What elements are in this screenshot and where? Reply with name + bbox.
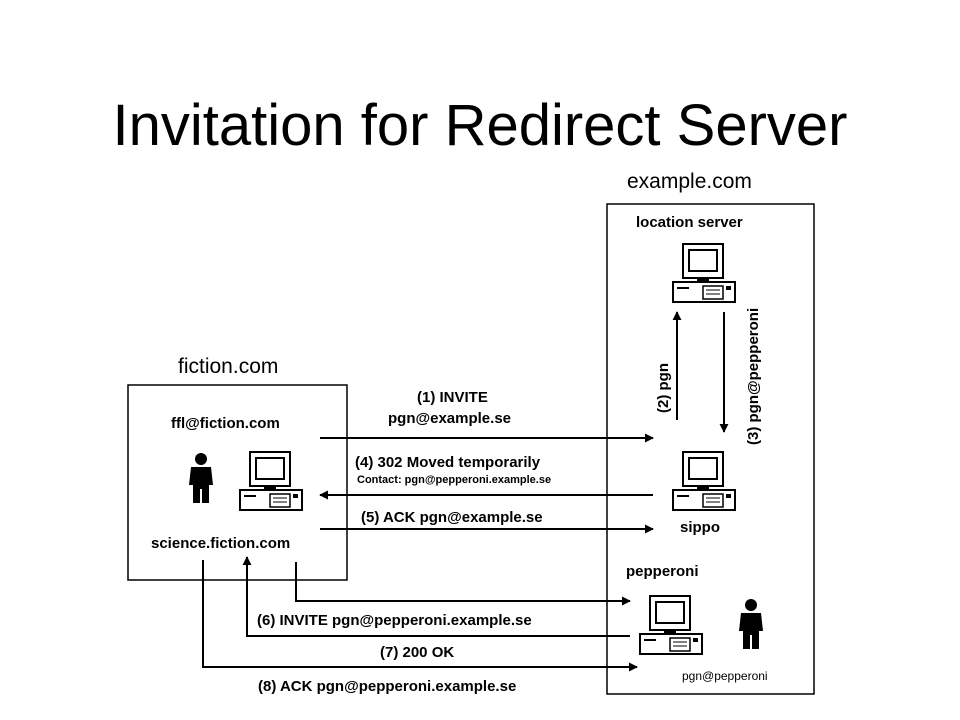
msg-3-label: (3) pgn@pepperoni (745, 308, 762, 445)
msg-1-label-line1: (1) INVITE (417, 389, 488, 406)
msg-4-label-line1: (4) 302 Moved temporarily (355, 454, 541, 471)
msg-2-label: (2) pgn (655, 363, 672, 413)
arrow-7-200ok (242, 556, 630, 637)
msg-7-label: (7) 200 OK (380, 644, 454, 661)
ffl-computer-icon (239, 451, 303, 511)
user-pgn-icon (739, 599, 763, 649)
fiction-domain-label: fiction.com (178, 355, 278, 378)
msg-5-label: (5) ACK pgn@example.se (361, 509, 543, 526)
slide-title: Invitation for Redirect Server (112, 93, 848, 158)
msg-1-label-line2: pgn@example.se (388, 410, 511, 427)
pepperoni-computer-icon (639, 595, 703, 655)
location-server-computer-icon (672, 243, 736, 303)
example-domain-box (606, 203, 815, 695)
sippo-label: sippo (680, 519, 720, 536)
pepperoni-user-label: pgn@pepperoni (682, 669, 768, 683)
arrow-6-invite-pepperoni (295, 562, 631, 606)
msg-6-label: (6) INVITE pgn@pepperoni.example.se (257, 612, 532, 629)
msg-8-label: (8) ACK pgn@pepperoni.example.se (258, 678, 516, 695)
ffl-host-label: ffl@fiction.com (171, 415, 280, 432)
arrow-8-ack-pepperoni (202, 560, 638, 672)
location-server-label: location server (636, 214, 743, 231)
fiction-domain-box (127, 384, 348, 581)
sippo-computer-icon (672, 451, 736, 511)
science-host-label: science.fiction.com (151, 535, 290, 552)
pepperoni-label: pepperoni (626, 563, 699, 580)
example-domain-label: example.com (627, 170, 752, 193)
user-ffl-icon (189, 453, 213, 503)
msg-4-label-line2: Contact: pgn@pepperoni.example.se (357, 474, 551, 486)
